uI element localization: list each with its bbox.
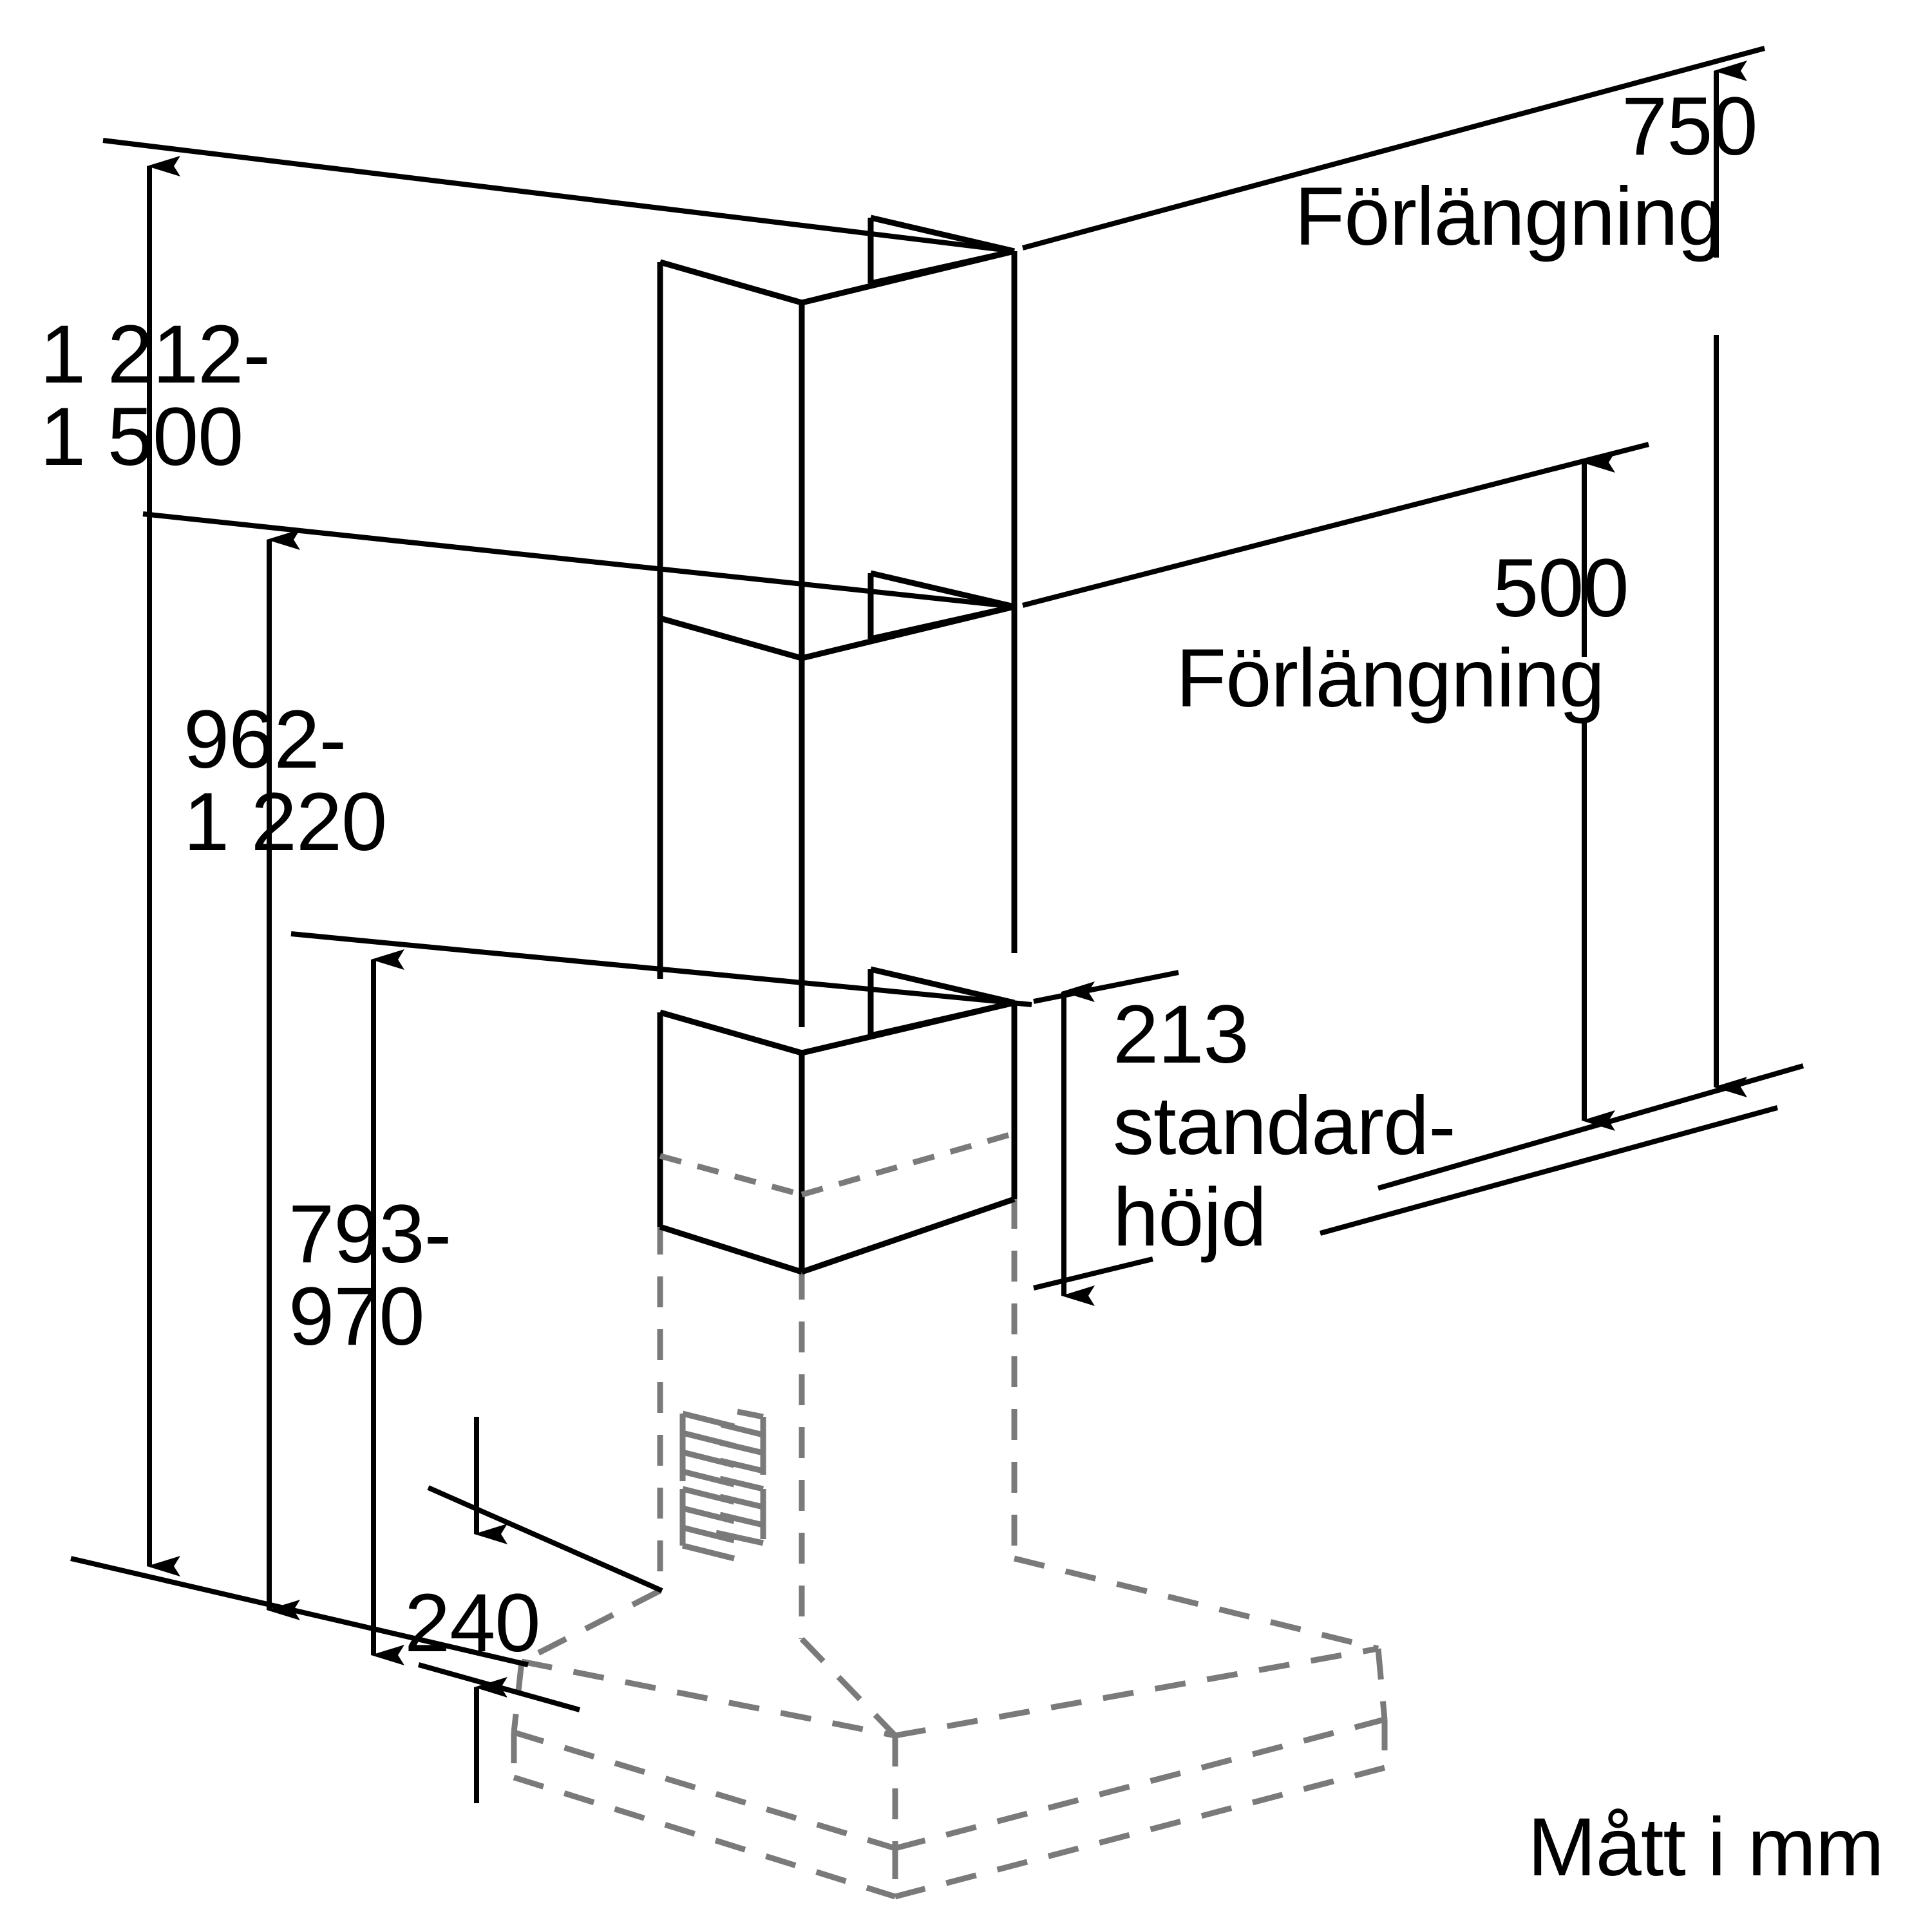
grille-vent-icon (679, 1408, 766, 1562)
chimney-segment-standard (657, 966, 1018, 1275)
hood-body-ghost (511, 1198, 1388, 1900)
units-note: Mått i mm (1528, 1801, 1884, 1893)
dimension-label-standard-height-note1: standard- (1113, 1080, 1456, 1172)
dimension-label-standard-height-note2: höjd (1113, 1171, 1267, 1264)
dimension-label-hood-height: 240 (404, 1577, 541, 1669)
dimension-label-extension-750-value: 750 (1622, 80, 1758, 173)
dimension-label-total-height-line1: 1 212- (40, 308, 270, 401)
chimney-segment-top (657, 214, 1018, 676)
dimension-label-extension-750-text: Förlängning (1294, 171, 1723, 263)
dimension-label-mid-height-line1: 962- (184, 694, 346, 786)
dimension-label-low-height-line2: 970 (289, 1271, 425, 1363)
chimney-hidden-axes (658, 609, 1017, 1024)
dimension-arrows (147, 61, 1747, 1803)
dimension-label-mid-height-line2: 1 220 (184, 776, 387, 868)
dimension-label-extension-500-text: Förlängning (1176, 632, 1605, 724)
dimension-leader-lines (70, 46, 1804, 1712)
dimension-label-standard-height-value: 213 (1113, 989, 1249, 1081)
dimension-label-low-height-line1: 793- (289, 1188, 451, 1280)
chimney-segment-middle (657, 570, 1018, 1027)
dimension-label-extension-500-value: 500 (1493, 542, 1629, 634)
dimension-label-total-height-line2: 1 500 (40, 391, 243, 483)
